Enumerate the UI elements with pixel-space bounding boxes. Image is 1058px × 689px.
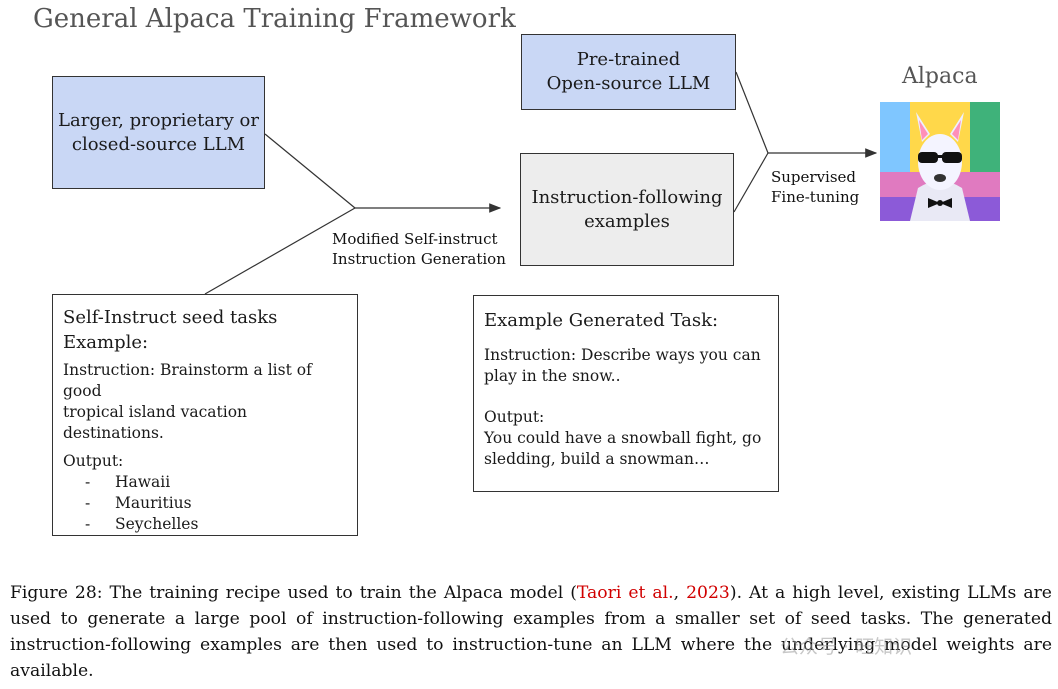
generated-instruction-line-1: Instruction: Describe ways you can (484, 346, 761, 364)
connector-lines (204, 71, 878, 295)
citation-separator: , (673, 583, 687, 603)
larger-llm-label-line-1: Larger, proprietary or (58, 109, 259, 131)
generated-output-line-1: You could have a snowball fight, go (484, 429, 762, 447)
seed-tasks-heading-line-2: Example: (63, 332, 149, 353)
seed-instruction-line-1: Instruction: Brainstorm a list of good (63, 360, 312, 400)
instruction-examples-label-line-2: examples (584, 210, 670, 232)
seed-tasks-box: Self-Instruct seed tasks Example: Instru… (52, 294, 358, 536)
caption-prefix: Figure 28: The training recipe used to t… (10, 583, 577, 603)
citation-link[interactable]: Taori et al. (577, 583, 674, 603)
generated-instruction-line-2: play in the snow.. (484, 367, 621, 385)
pretrained-llm-node: Pre-trained Open-source LLM (521, 34, 736, 110)
watermark: 公众号 · 旺知识 (780, 636, 913, 658)
supervised-label-line-2: Fine-tuning (771, 188, 860, 206)
edge-pretrained (735, 71, 769, 154)
supervised-label-line-1: Supervised (771, 168, 857, 186)
self-instruct-label-line-1: Modified Self-instruct (332, 230, 498, 248)
list-item-text: Seychelles (115, 515, 199, 533)
generated-output-line-2: sledding, build a snowman… (484, 450, 710, 468)
list-item: - Seychelles (63, 514, 198, 535)
seed-instruction-line-2: tropical island vacation destinations. (63, 402, 248, 442)
figure-caption: Figure 28: The training recipe used to t… (10, 580, 1052, 684)
instruction-examples-node: Instruction-following examples (520, 153, 734, 266)
caption-suffix: ). At a high level, existing LLMs are us… (10, 583, 1052, 681)
seed-tasks-heading-line-1: Self-Instruct seed tasks (63, 307, 278, 328)
generated-output-label: Output: (484, 408, 545, 426)
list-dash: - (85, 515, 91, 533)
seed-output-label: Output: (63, 452, 124, 470)
alpaca-image (880, 102, 1000, 221)
instruction-examples-label-line-1: Instruction-following (531, 186, 723, 208)
supervised-edge-label: Supervised Fine-tuning (771, 167, 859, 207)
larger-llm-label-line-2: closed-source LLM (71, 133, 246, 155)
generated-task-box: Example Generated Task: Instruction: Des… (473, 295, 779, 492)
list-item-text: Mauritius (115, 494, 192, 512)
citation-author[interactable]: Taori et al. (576, 583, 674, 603)
list-item: - Hawaii (63, 472, 170, 493)
alpaca-title: Alpaca (902, 64, 978, 89)
list-dash: - (85, 473, 91, 491)
edge-larger-llm (264, 133, 356, 209)
list-dash: - (85, 494, 91, 512)
pretrained-llm-label-line-2: Open-source LLM (546, 73, 711, 94)
pretrained-llm-label-line-1: Pre-trained (576, 49, 681, 70)
list-item: - Mauritius (63, 493, 192, 514)
citation-year-link[interactable]: 2023 (686, 583, 730, 603)
edge-examples (733, 152, 769, 213)
larger-llm-node: Larger, proprietary or closed-source LLM (52, 76, 265, 189)
self-instruct-edge-label: Modified Self-instruct Instruction Gener… (332, 229, 506, 269)
edge-seed-tasks (204, 207, 356, 295)
list-item-text: Hawaii (115, 473, 171, 491)
generated-task-heading: Example Generated Task: (484, 310, 719, 331)
self-instruct-label-line-2: Instruction Generation (332, 250, 506, 268)
diagram-title: General Alpaca Training Framework (33, 4, 516, 34)
